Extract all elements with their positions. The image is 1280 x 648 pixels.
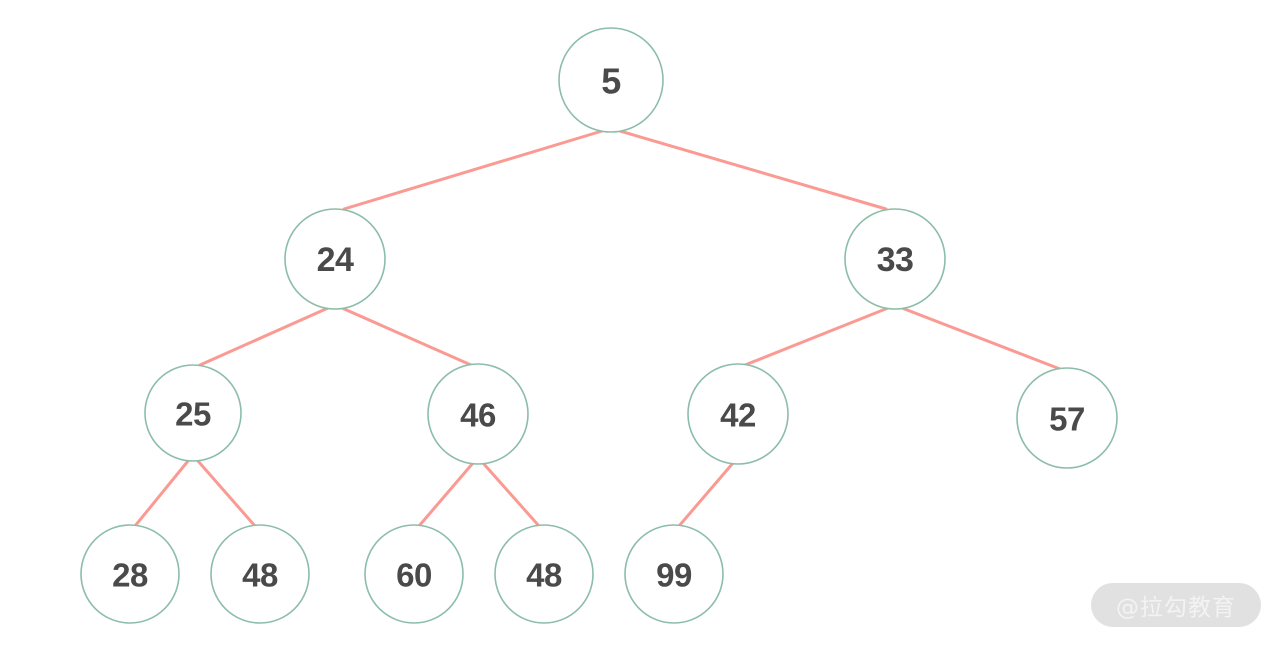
tree-node-circle	[494, 524, 594, 624]
tree-node[interactable]: 60	[364, 524, 464, 624]
tree-edges-group	[133, 129, 1062, 528]
tree-edge	[481, 461, 541, 528]
tree-node[interactable]: 99	[624, 524, 724, 624]
tree-edge	[900, 306, 1062, 371]
tree-node-label: 24	[317, 241, 354, 279]
tree-node-circle	[427, 363, 529, 465]
tree-node-label: 60	[396, 557, 432, 594]
tree-node[interactable]: 48	[210, 524, 310, 624]
tree-edge	[133, 459, 190, 528]
tree-node-label: 57	[1049, 401, 1085, 438]
tree-nodes-group: 5 24 33 25 46 42 57 28 48 60 48 99	[80, 27, 1118, 624]
tree-node-circle	[144, 364, 242, 462]
tree-edge	[677, 461, 735, 528]
tree-node[interactable]: 48	[494, 524, 594, 624]
tree-node[interactable]: 46	[427, 363, 529, 465]
tree-node-circle	[210, 524, 310, 624]
tree-node[interactable]: 5	[558, 27, 664, 133]
tree-node-label: 25	[175, 396, 211, 433]
watermark-label: @拉勾教育	[1116, 595, 1236, 621]
tree-node[interactable]: 33	[844, 208, 946, 310]
tree-node-circle	[80, 524, 180, 624]
tree-node-label: 48	[526, 557, 562, 594]
tree-node-circle	[1016, 367, 1118, 469]
tree-node[interactable]: 25	[144, 364, 242, 462]
watermark-badge: @拉勾教育	[1091, 583, 1261, 627]
tree-node-circle	[558, 27, 664, 133]
tree-node-label: 5	[601, 61, 621, 102]
tree-node-circle	[687, 363, 789, 465]
tree-node[interactable]: 24	[284, 208, 386, 310]
tree-node-label: 42	[720, 397, 756, 434]
tree-edge	[196, 459, 257, 528]
tree-edge	[618, 129, 888, 211]
tree-edge	[417, 461, 475, 528]
tree-edge	[342, 129, 604, 211]
tree-node-label: 46	[460, 397, 496, 434]
tree-node-circle	[624, 524, 724, 624]
tree-node-label: 28	[112, 557, 148, 594]
tree-node-label: 33	[877, 241, 914, 279]
tree-edge	[743, 306, 890, 367]
tree-node[interactable]: 28	[80, 524, 180, 624]
tree-node[interactable]: 42	[687, 363, 789, 465]
tree-node-circle	[284, 208, 386, 310]
tree-node[interactable]: 57	[1016, 367, 1118, 469]
tree-node-label: 48	[242, 557, 278, 594]
tree-node-circle	[844, 208, 946, 310]
tree-node-circle	[364, 524, 464, 624]
tree-edge	[340, 306, 473, 367]
tree-node-label: 99	[656, 557, 692, 594]
tree-edge	[198, 306, 330, 367]
